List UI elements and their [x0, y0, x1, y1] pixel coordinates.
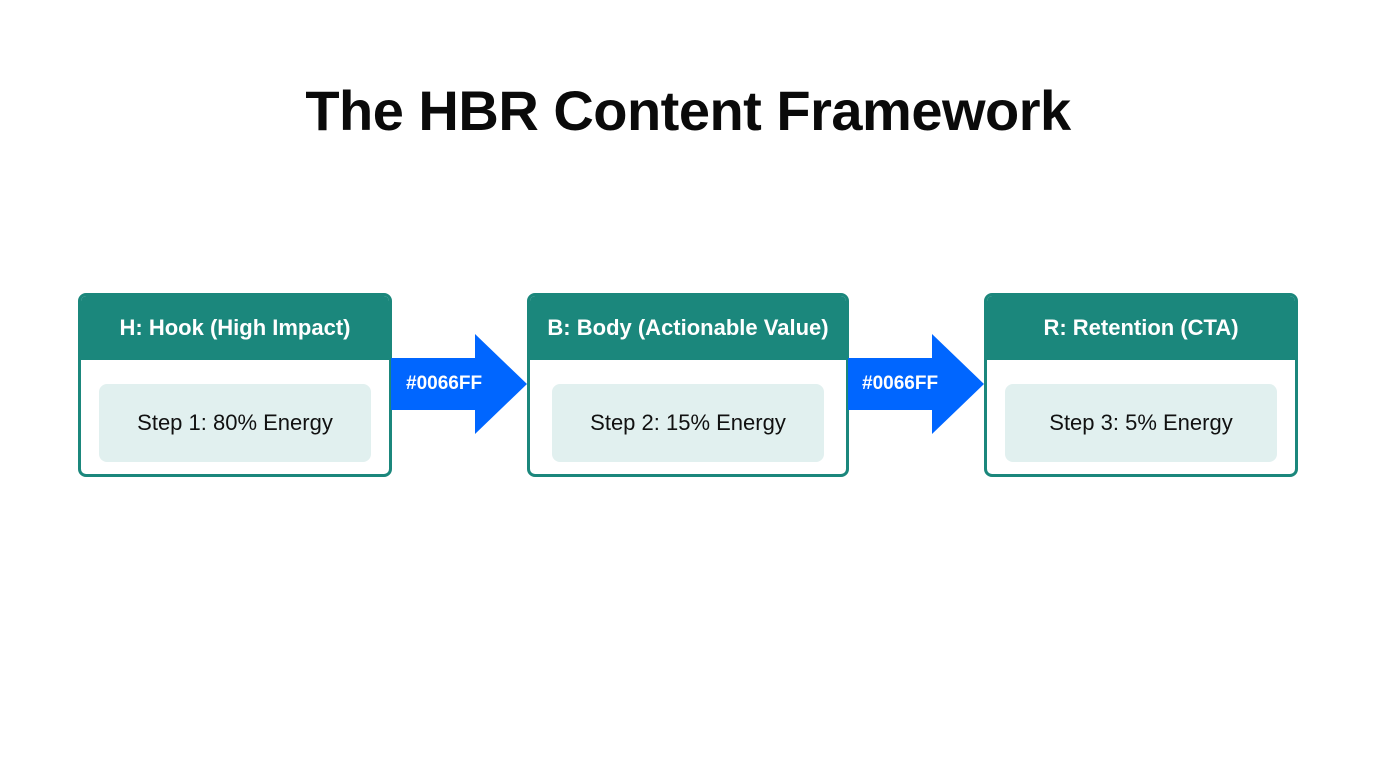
step-card-body: Step 1: 80% Energy — [99, 384, 371, 462]
arrow-label: #0066FF — [862, 373, 939, 394]
right-arrow-icon — [391, 334, 527, 434]
step-card-header: R: Retention (CTA) — [987, 296, 1295, 360]
right-arrow-icon — [848, 334, 984, 434]
step-card-retention: R: Retention (CTA) Step 3: 5% Energy — [984, 293, 1298, 477]
arrow-label: #0066FF — [406, 373, 483, 394]
step-card-body: Step 2: 15% Energy — [552, 384, 824, 462]
flow-arrow: #0066FF — [848, 334, 984, 434]
flow-arrow: #0066FF — [391, 334, 527, 434]
step-card-body-section: B: Body (Actionable Value) Step 2: 15% E… — [527, 293, 849, 477]
step-card-hook: H: Hook (High Impact) Step 1: 80% Energy — [78, 293, 392, 477]
step-card-body: Step 3: 5% Energy — [1005, 384, 1277, 462]
page-title: The HBR Content Framework — [305, 79, 1071, 142]
step-card-header: H: Hook (High Impact) — [81, 296, 389, 360]
step-card-header: B: Body (Actionable Value) — [530, 296, 846, 360]
